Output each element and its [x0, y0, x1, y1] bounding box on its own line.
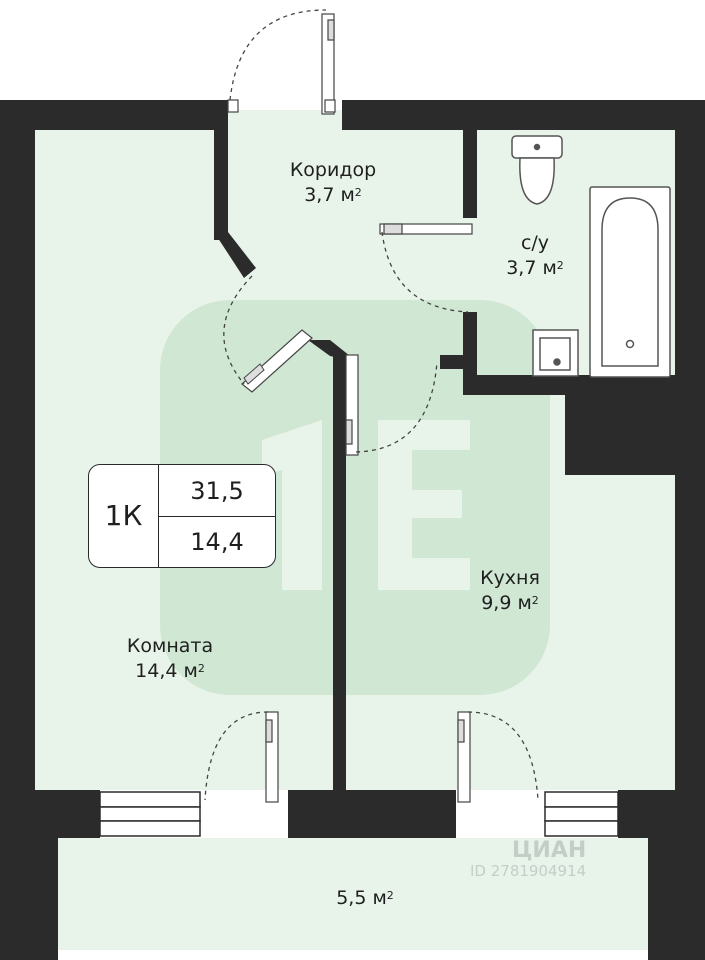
- door-swing-icon: [457, 711, 471, 803]
- room-label: Комната 14,4 м2: [95, 634, 245, 684]
- balcony-floor: [58, 838, 648, 950]
- door-swing-icon: [379, 223, 473, 235]
- kitchen-name: Кухня: [480, 567, 540, 589]
- kitchen-label: Кухня 9,9 м2: [450, 566, 570, 616]
- corridor-area-unit: 2: [354, 186, 362, 199]
- corridor-label: Коридор 3,7 м2: [258, 158, 408, 208]
- door-swing-icon: [241, 329, 313, 393]
- window-icon: [544, 791, 619, 837]
- kitchen-area-unit: 2: [531, 594, 539, 607]
- bathroom-label: с/у 3,7 м2: [480, 231, 590, 281]
- door-swing-icon: [467, 711, 539, 801]
- kitchen-area: 9,9 м: [481, 592, 532, 614]
- door-swing-icon: [355, 361, 438, 453]
- cian-watermark: ЦИАН: [512, 838, 587, 863]
- apartment-badge: 1К 31,5 14,4: [88, 464, 276, 568]
- room-area-unit: 2: [197, 662, 205, 675]
- bathroom-name: с/у: [520, 232, 550, 254]
- room-area: 14,4 м: [135, 660, 198, 682]
- door-swing-icon: [381, 231, 469, 313]
- door-swing-icon: [229, 9, 327, 101]
- total-area: 31,5: [190, 477, 244, 505]
- door-swing-icon: [265, 711, 279, 803]
- door-swing-icon: [204, 711, 269, 801]
- balcony-area-unit: 2: [386, 889, 394, 902]
- apartment-type: 1К: [104, 499, 143, 532]
- balcony-label: 5,5 м2: [310, 886, 420, 911]
- bathroom-area-unit: 2: [556, 259, 564, 272]
- corridor-name: Коридор: [289, 159, 377, 181]
- toilet-icon: [511, 135, 563, 205]
- balcony-area: 5,5 м: [336, 887, 387, 909]
- bathtub-icon: [589, 186, 671, 378]
- badge-divider-horizontal: [158, 516, 275, 517]
- walls: [0, 100, 705, 960]
- cian-watermark-id: ID 2781904914: [470, 862, 587, 880]
- door-swing-icon: [345, 354, 359, 456]
- logo-watermark: [160, 300, 550, 695]
- bathroom-area: 3,7 м: [506, 257, 557, 279]
- window-icon: [99, 791, 201, 837]
- door-swing-icon: [223, 275, 253, 385]
- sink-icon: [532, 329, 579, 377]
- room-name: Комната: [126, 635, 214, 657]
- corridor-area: 3,7 м: [304, 184, 355, 206]
- living-area: 14,4: [190, 528, 244, 556]
- door-swing-icon: [227, 13, 336, 115]
